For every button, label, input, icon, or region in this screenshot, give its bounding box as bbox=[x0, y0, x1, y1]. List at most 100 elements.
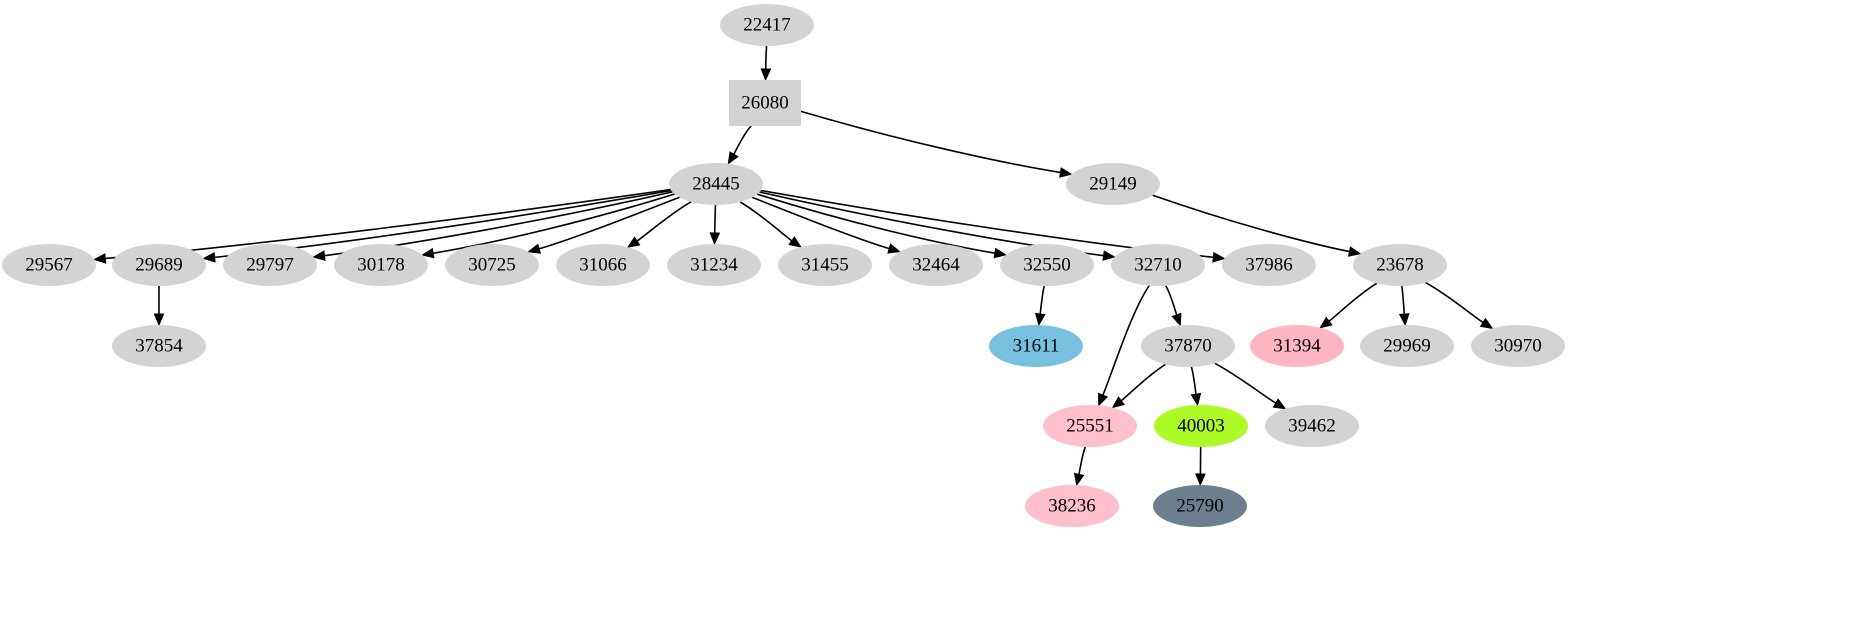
graph-node[interactable]: 30970 bbox=[1471, 325, 1565, 367]
node-ellipse-shape[interactable] bbox=[1265, 405, 1359, 447]
node-box-shape[interactable] bbox=[729, 80, 801, 126]
graph-edge-arrowhead bbox=[312, 250, 326, 261]
graph-edge-arrowhead bbox=[1098, 392, 1109, 407]
graph-edge bbox=[752, 196, 891, 250]
graph-edge-arrowhead bbox=[93, 253, 107, 264]
graph-node[interactable]: 29969 bbox=[1360, 325, 1454, 367]
graph-node[interactable]: 31611 bbox=[989, 325, 1083, 367]
graph-node[interactable]: 31455 bbox=[778, 244, 872, 286]
graph-edge bbox=[1152, 194, 1351, 253]
graph-edge-arrowhead bbox=[1190, 392, 1202, 407]
graph-edge-arrowhead bbox=[709, 232, 721, 246]
node-ellipse-shape[interactable] bbox=[1222, 244, 1316, 286]
node-ellipse-shape[interactable] bbox=[667, 244, 761, 286]
graph-node[interactable]: 37854 bbox=[112, 325, 206, 367]
graph-node[interactable]: 31394 bbox=[1250, 325, 1344, 367]
node-ellipse-shape[interactable] bbox=[112, 244, 206, 286]
graph-edge-arrowhead bbox=[153, 313, 165, 327]
node-ellipse-shape[interactable] bbox=[1000, 244, 1094, 286]
graph-edge-arrowhead bbox=[788, 236, 802, 248]
graph-node[interactable]: 40003 bbox=[1154, 405, 1248, 447]
graph-edge bbox=[1327, 282, 1378, 323]
graph-edge bbox=[756, 193, 997, 255]
graph-edge-arrowhead bbox=[887, 243, 901, 254]
graph-edge-arrowhead bbox=[1171, 312, 1182, 327]
graph-edge-arrowhead bbox=[993, 247, 1008, 259]
graph-edge-arrowhead bbox=[1398, 313, 1410, 327]
graph-edge-arrowhead bbox=[1059, 167, 1073, 178]
node-ellipse-shape[interactable] bbox=[112, 325, 206, 367]
node-ellipse-shape[interactable] bbox=[556, 244, 650, 286]
node-ellipse-shape[interactable] bbox=[1141, 325, 1235, 367]
graph-edge-arrowhead bbox=[727, 151, 739, 165]
node-ellipse-shape[interactable] bbox=[1043, 405, 1137, 447]
node-ellipse-shape[interactable] bbox=[2, 244, 96, 286]
graph-node[interactable]: 29149 bbox=[1066, 163, 1160, 205]
graph-node[interactable]: 23678 bbox=[1353, 244, 1447, 286]
node-ellipse-shape[interactable] bbox=[1360, 325, 1454, 367]
node-ellipse-shape[interactable] bbox=[223, 244, 317, 286]
graph-edge-arrowhead bbox=[1035, 312, 1046, 327]
node-ellipse-shape[interactable] bbox=[778, 244, 872, 286]
graph-node[interactable]: 39462 bbox=[1265, 405, 1359, 447]
graph-node[interactable]: 25790 bbox=[1153, 485, 1247, 527]
graph-edge-arrowhead bbox=[1195, 473, 1206, 487]
graph-edge bbox=[1425, 281, 1485, 324]
node-ellipse-shape[interactable] bbox=[1250, 325, 1344, 367]
graph-edge bbox=[765, 45, 768, 71]
graph-edge bbox=[431, 193, 675, 255]
node-ellipse-shape[interactable] bbox=[1111, 244, 1205, 286]
graph-node[interactable]: 30178 bbox=[334, 244, 428, 286]
graph-edge bbox=[800, 110, 1062, 174]
node-ellipse-shape[interactable] bbox=[720, 4, 814, 46]
graph-node[interactable]: 31066 bbox=[556, 244, 650, 286]
node-ellipse-shape[interactable] bbox=[989, 325, 1083, 367]
graph-node[interactable]: 26080 bbox=[729, 80, 801, 126]
graph-edge-arrowhead bbox=[202, 252, 216, 263]
graph-node[interactable]: 29567 bbox=[2, 244, 96, 286]
node-ellipse-shape[interactable] bbox=[334, 244, 428, 286]
graph-edge-arrowhead bbox=[1073, 472, 1085, 487]
graph-edge-arrowhead bbox=[1111, 396, 1125, 409]
graph-edge bbox=[537, 196, 680, 250]
graph-node[interactable]: 32464 bbox=[889, 244, 983, 286]
graph-node[interactable]: 31234 bbox=[667, 244, 761, 286]
graph-edge-arrowhead bbox=[1319, 316, 1333, 329]
graph-edge bbox=[1214, 362, 1278, 405]
graph-edge-arrowhead bbox=[1102, 250, 1116, 261]
node-ellipse-shape[interactable] bbox=[445, 244, 539, 286]
graph-edge bbox=[1101, 285, 1150, 397]
graph-node[interactable]: 22417 bbox=[720, 4, 814, 46]
node-ellipse-shape[interactable] bbox=[889, 244, 983, 286]
graph-edge-arrowhead bbox=[527, 243, 542, 254]
node-ellipse-shape[interactable] bbox=[1153, 485, 1247, 527]
node-ellipse-shape[interactable] bbox=[1025, 485, 1119, 527]
graph-edge-arrowhead bbox=[1272, 398, 1287, 410]
graph-node[interactable]: 38236 bbox=[1025, 485, 1119, 527]
node-ellipse-shape[interactable] bbox=[1066, 163, 1160, 205]
graph-node[interactable]: 32710 bbox=[1111, 244, 1205, 286]
graph-edge-arrowhead bbox=[1479, 317, 1494, 330]
node-ellipse-shape[interactable] bbox=[669, 163, 763, 205]
node-ellipse-shape[interactable] bbox=[1471, 325, 1565, 367]
graph-node[interactable]: 30725 bbox=[445, 244, 539, 286]
graph-edge bbox=[1119, 363, 1166, 403]
graph-node[interactable]: 37986 bbox=[1222, 244, 1316, 286]
graph-node[interactable]: 25551 bbox=[1043, 405, 1137, 447]
graph-edge-arrowhead bbox=[626, 236, 641, 248]
graph-edge bbox=[713, 204, 717, 235]
node-ellipse-shape[interactable] bbox=[1353, 244, 1447, 286]
graph-node[interactable]: 32550 bbox=[1000, 244, 1094, 286]
node-ellipse-shape[interactable] bbox=[1154, 405, 1248, 447]
graph-node[interactable]: 28445 bbox=[669, 163, 763, 205]
graph-node[interactable]: 29797 bbox=[223, 244, 317, 286]
graph-edge bbox=[635, 201, 692, 243]
graph-node[interactable]: 29689 bbox=[112, 244, 206, 286]
graph-edge-arrowhead bbox=[421, 247, 435, 259]
graph-edge bbox=[739, 201, 794, 243]
graph-node[interactable]: 37870 bbox=[1141, 325, 1235, 367]
graph-edge-arrowhead bbox=[1212, 251, 1226, 263]
